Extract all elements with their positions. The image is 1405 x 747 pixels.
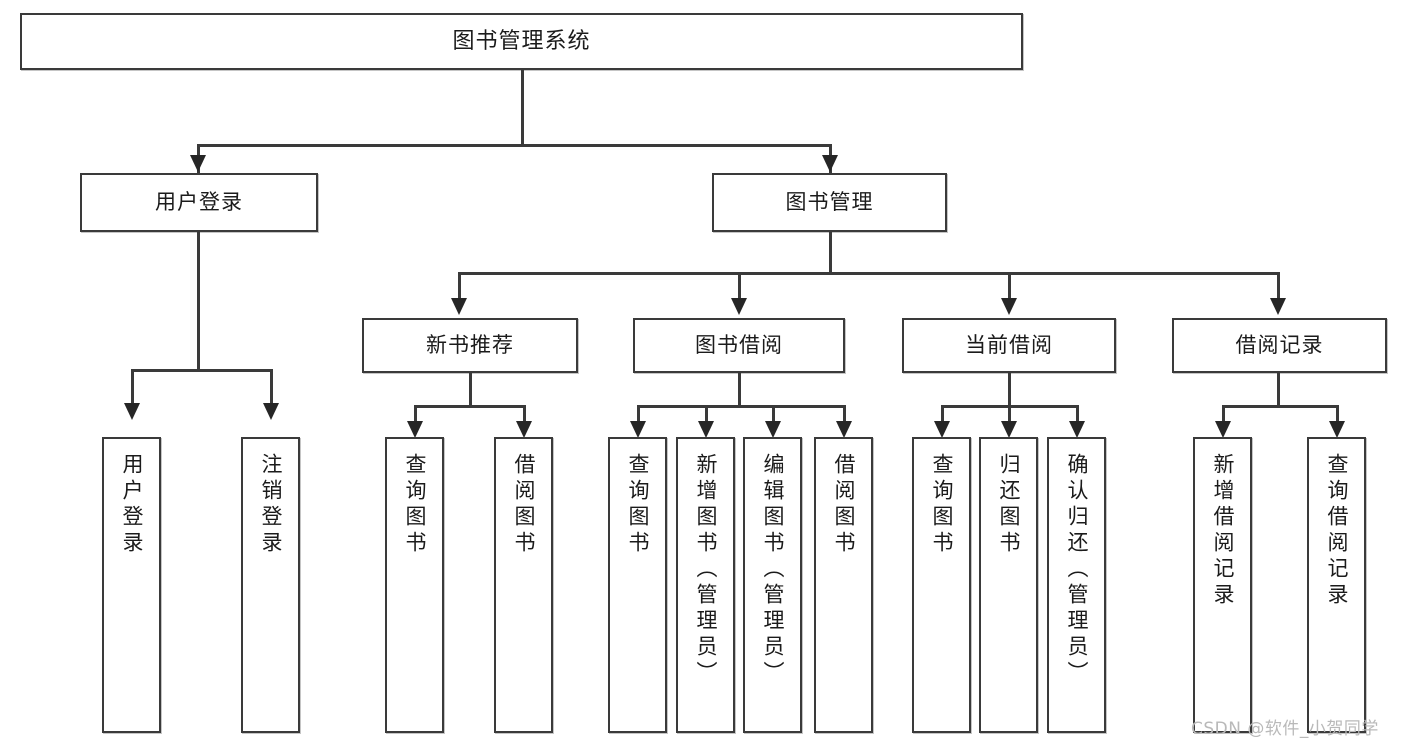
node-label: 查询图书 xyxy=(403,453,427,557)
node-new-book-recommend[interactable]: 新书推荐 xyxy=(362,318,578,373)
connector-bookmgmt-to-record xyxy=(1277,272,1280,304)
leaf-recommend-borrow-book[interactable]: 借阅图书 xyxy=(494,437,553,733)
node-borrow-record[interactable]: 借阅记录 xyxy=(1172,318,1387,373)
connector-record-leaf2 xyxy=(1336,405,1339,433)
node-label: 查询借阅记录 xyxy=(1325,453,1349,609)
connector-userlogin-bus xyxy=(131,369,272,372)
arrow-borrow-leaf4 xyxy=(836,421,852,438)
arrow-current-leaf3 xyxy=(1069,421,1085,438)
connector-current-leaf1 xyxy=(941,405,944,433)
csdn-watermark: CSDN @软件_小贺同学 xyxy=(1191,719,1379,739)
arrow-recommend-leaf2 xyxy=(516,421,532,438)
connector-bookmgmt-bus xyxy=(458,272,1279,275)
arrow-recommend-leaf1 xyxy=(407,421,423,438)
connector-recommend-bus xyxy=(414,405,525,408)
leaf-borrow-query-book[interactable]: 查询图书 xyxy=(608,437,667,733)
connector-userlogin-leaf2 xyxy=(270,369,273,409)
connector-borrow-leaf3 xyxy=(772,405,775,433)
node-current-borrow[interactable]: 当前借阅 xyxy=(902,318,1116,373)
connector-current-leaf2 xyxy=(1008,405,1011,433)
arrow-borrow-leaf3 xyxy=(765,421,781,438)
connector-borrow-drop xyxy=(738,373,741,407)
connector-borrow-bus xyxy=(637,405,845,408)
connector-bookmgmt-drop xyxy=(829,232,832,274)
leaf-borrow-borrow-book[interactable]: 借阅图书 xyxy=(814,437,873,733)
node-label: 编辑图书（管理员） xyxy=(761,453,785,687)
arrow-userlogin-leaf1 xyxy=(124,403,140,420)
arrow-borrow-leaf2 xyxy=(698,421,714,438)
node-label: 新增借阅记录 xyxy=(1211,453,1235,609)
connector-userlogin-drop xyxy=(197,232,200,371)
leaf-record-add-record[interactable]: 新增借阅记录 xyxy=(1193,437,1252,733)
node-book-management[interactable]: 图书管理 xyxy=(712,173,947,232)
node-label: 用户登录 xyxy=(155,190,243,215)
node-label: 确认归还（管理员） xyxy=(1065,453,1089,687)
leaf-current-return-book[interactable]: 归还图书 xyxy=(979,437,1038,733)
node-label: 当前借阅 xyxy=(965,333,1053,358)
arrow-current-leaf2 xyxy=(1001,421,1017,438)
connector-record-drop xyxy=(1277,373,1280,407)
arrow-record-leaf1 xyxy=(1215,421,1231,438)
leaf-recommend-query-book[interactable]: 查询图书 xyxy=(385,437,444,733)
node-label: 图书管理 xyxy=(785,190,874,215)
arrow-record-leaf2 xyxy=(1329,421,1345,438)
arrow-borrow-leaf1 xyxy=(630,421,646,438)
node-label: 新增图书（管理员） xyxy=(694,453,718,687)
arrow-userlogin-leaf2 xyxy=(263,403,279,420)
connector-root-drop xyxy=(521,70,524,145)
connector-root-bus xyxy=(197,144,831,147)
node-label: 借阅图书 xyxy=(832,453,856,557)
node-user-login[interactable]: 用户登录 xyxy=(80,173,318,232)
node-label: 归还图书 xyxy=(997,453,1021,557)
connector-recommend-leaf2 xyxy=(523,405,526,433)
arrow-to-bookmgmt xyxy=(822,155,838,172)
leaf-record-query-record[interactable]: 查询借阅记录 xyxy=(1307,437,1366,733)
node-label: 借阅记录 xyxy=(1235,333,1324,358)
node-label: 图书借阅 xyxy=(695,333,783,358)
node-book-borrow[interactable]: 图书借阅 xyxy=(633,318,845,373)
leaf-current-query-book[interactable]: 查询图书 xyxy=(912,437,971,733)
leaf-current-confirm-return[interactable]: 确认归还（管理员） xyxy=(1047,437,1106,733)
connector-record-leaf1 xyxy=(1222,405,1225,433)
arrow-to-current xyxy=(1001,298,1017,315)
node-label: 新书推荐 xyxy=(426,333,514,358)
node-root-system[interactable]: 图书管理系统 xyxy=(20,13,1023,70)
leaf-borrow-edit-book[interactable]: 编辑图书（管理员） xyxy=(743,437,802,733)
arrow-to-userlogin xyxy=(190,155,206,172)
arrow-to-borrow xyxy=(731,298,747,315)
connector-recommend-drop xyxy=(469,373,472,407)
connector-current-leaf3 xyxy=(1076,405,1079,433)
leaf-logout[interactable]: 注销登录 xyxy=(241,437,300,733)
connector-recommend-leaf1 xyxy=(414,405,417,433)
connector-current-drop xyxy=(1008,373,1011,407)
leaf-user-login[interactable]: 用户登录 xyxy=(102,437,161,733)
connector-borrow-leaf1 xyxy=(637,405,640,433)
arrow-to-recommend xyxy=(451,298,467,315)
connector-bookmgmt-to-borrow xyxy=(738,272,741,304)
node-label: 借阅图书 xyxy=(512,453,536,557)
node-label: 查询图书 xyxy=(930,453,954,557)
connector-record-bus xyxy=(1222,405,1338,408)
arrow-to-record xyxy=(1270,298,1286,315)
connector-borrow-leaf2 xyxy=(705,405,708,433)
connector-userlogin-leaf1 xyxy=(131,369,134,409)
node-label: 查询图书 xyxy=(626,453,650,557)
node-label: 用户登录 xyxy=(120,453,144,557)
connector-bookmgmt-to-current xyxy=(1008,272,1011,304)
arrow-current-leaf1 xyxy=(934,421,950,438)
leaf-borrow-add-book[interactable]: 新增图书（管理员） xyxy=(676,437,735,733)
node-label: 图书管理系统 xyxy=(452,28,591,54)
node-label: 注销登录 xyxy=(259,453,283,557)
connector-borrow-leaf4 xyxy=(843,405,846,433)
connector-bookmgmt-to-recommend xyxy=(458,272,461,304)
